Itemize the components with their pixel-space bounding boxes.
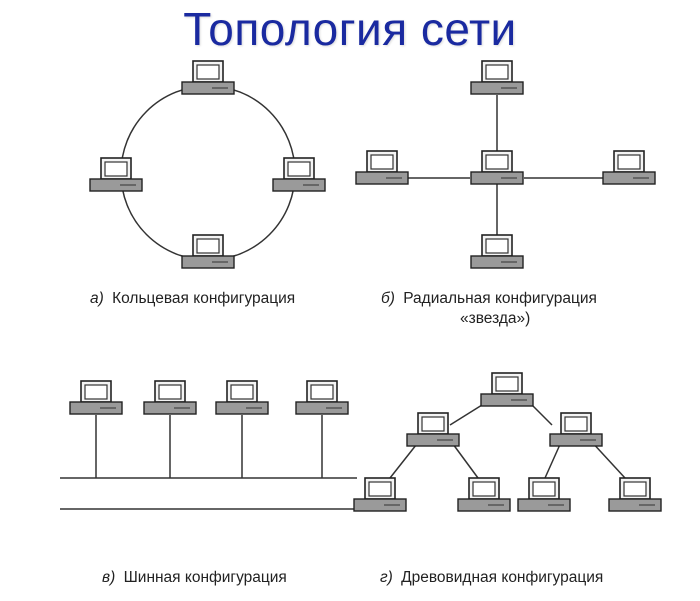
tree-topology: г) Древовидная конфигурация	[353, 372, 662, 586]
computer-icon	[549, 412, 603, 447]
computer-icon	[215, 380, 269, 415]
computer-icon	[470, 60, 524, 95]
computer-icon	[355, 150, 409, 185]
computer-icon	[517, 477, 571, 512]
computer-icon	[69, 380, 123, 415]
star-caption-line2: «звезда»)	[460, 310, 530, 327]
ring-topology: а) Кольцевая конфигурация	[89, 60, 326, 307]
computer-icon	[480, 372, 534, 407]
computer-icon	[272, 157, 326, 192]
computer-icon	[406, 412, 460, 447]
page-title: Топология сети	[183, 3, 517, 55]
computer-icon	[353, 477, 407, 512]
ring-caption: а) Кольцевая конфигурация	[90, 290, 295, 307]
computer-icon	[470, 150, 524, 185]
star-topology: б) Радиальная конфигурация «звезда»)	[355, 60, 656, 327]
computer-icon	[181, 234, 235, 269]
computer-icon	[602, 150, 656, 185]
computer-icon	[295, 380, 349, 415]
computer-icon	[608, 477, 662, 512]
bus-caption: в) Шинная конфигурация	[102, 569, 287, 586]
bus-topology: в) Шинная конфигурация	[60, 380, 357, 586]
tree-caption: г) Древовидная конфигурация	[380, 569, 603, 586]
star-caption: б) Радиальная конфигурация	[381, 290, 597, 307]
computer-icon	[143, 380, 197, 415]
computer-icon	[89, 157, 143, 192]
computer-icon	[457, 477, 511, 512]
computer-icon	[470, 234, 524, 269]
computer-icon	[181, 60, 235, 95]
ring-cable	[120, 85, 296, 261]
